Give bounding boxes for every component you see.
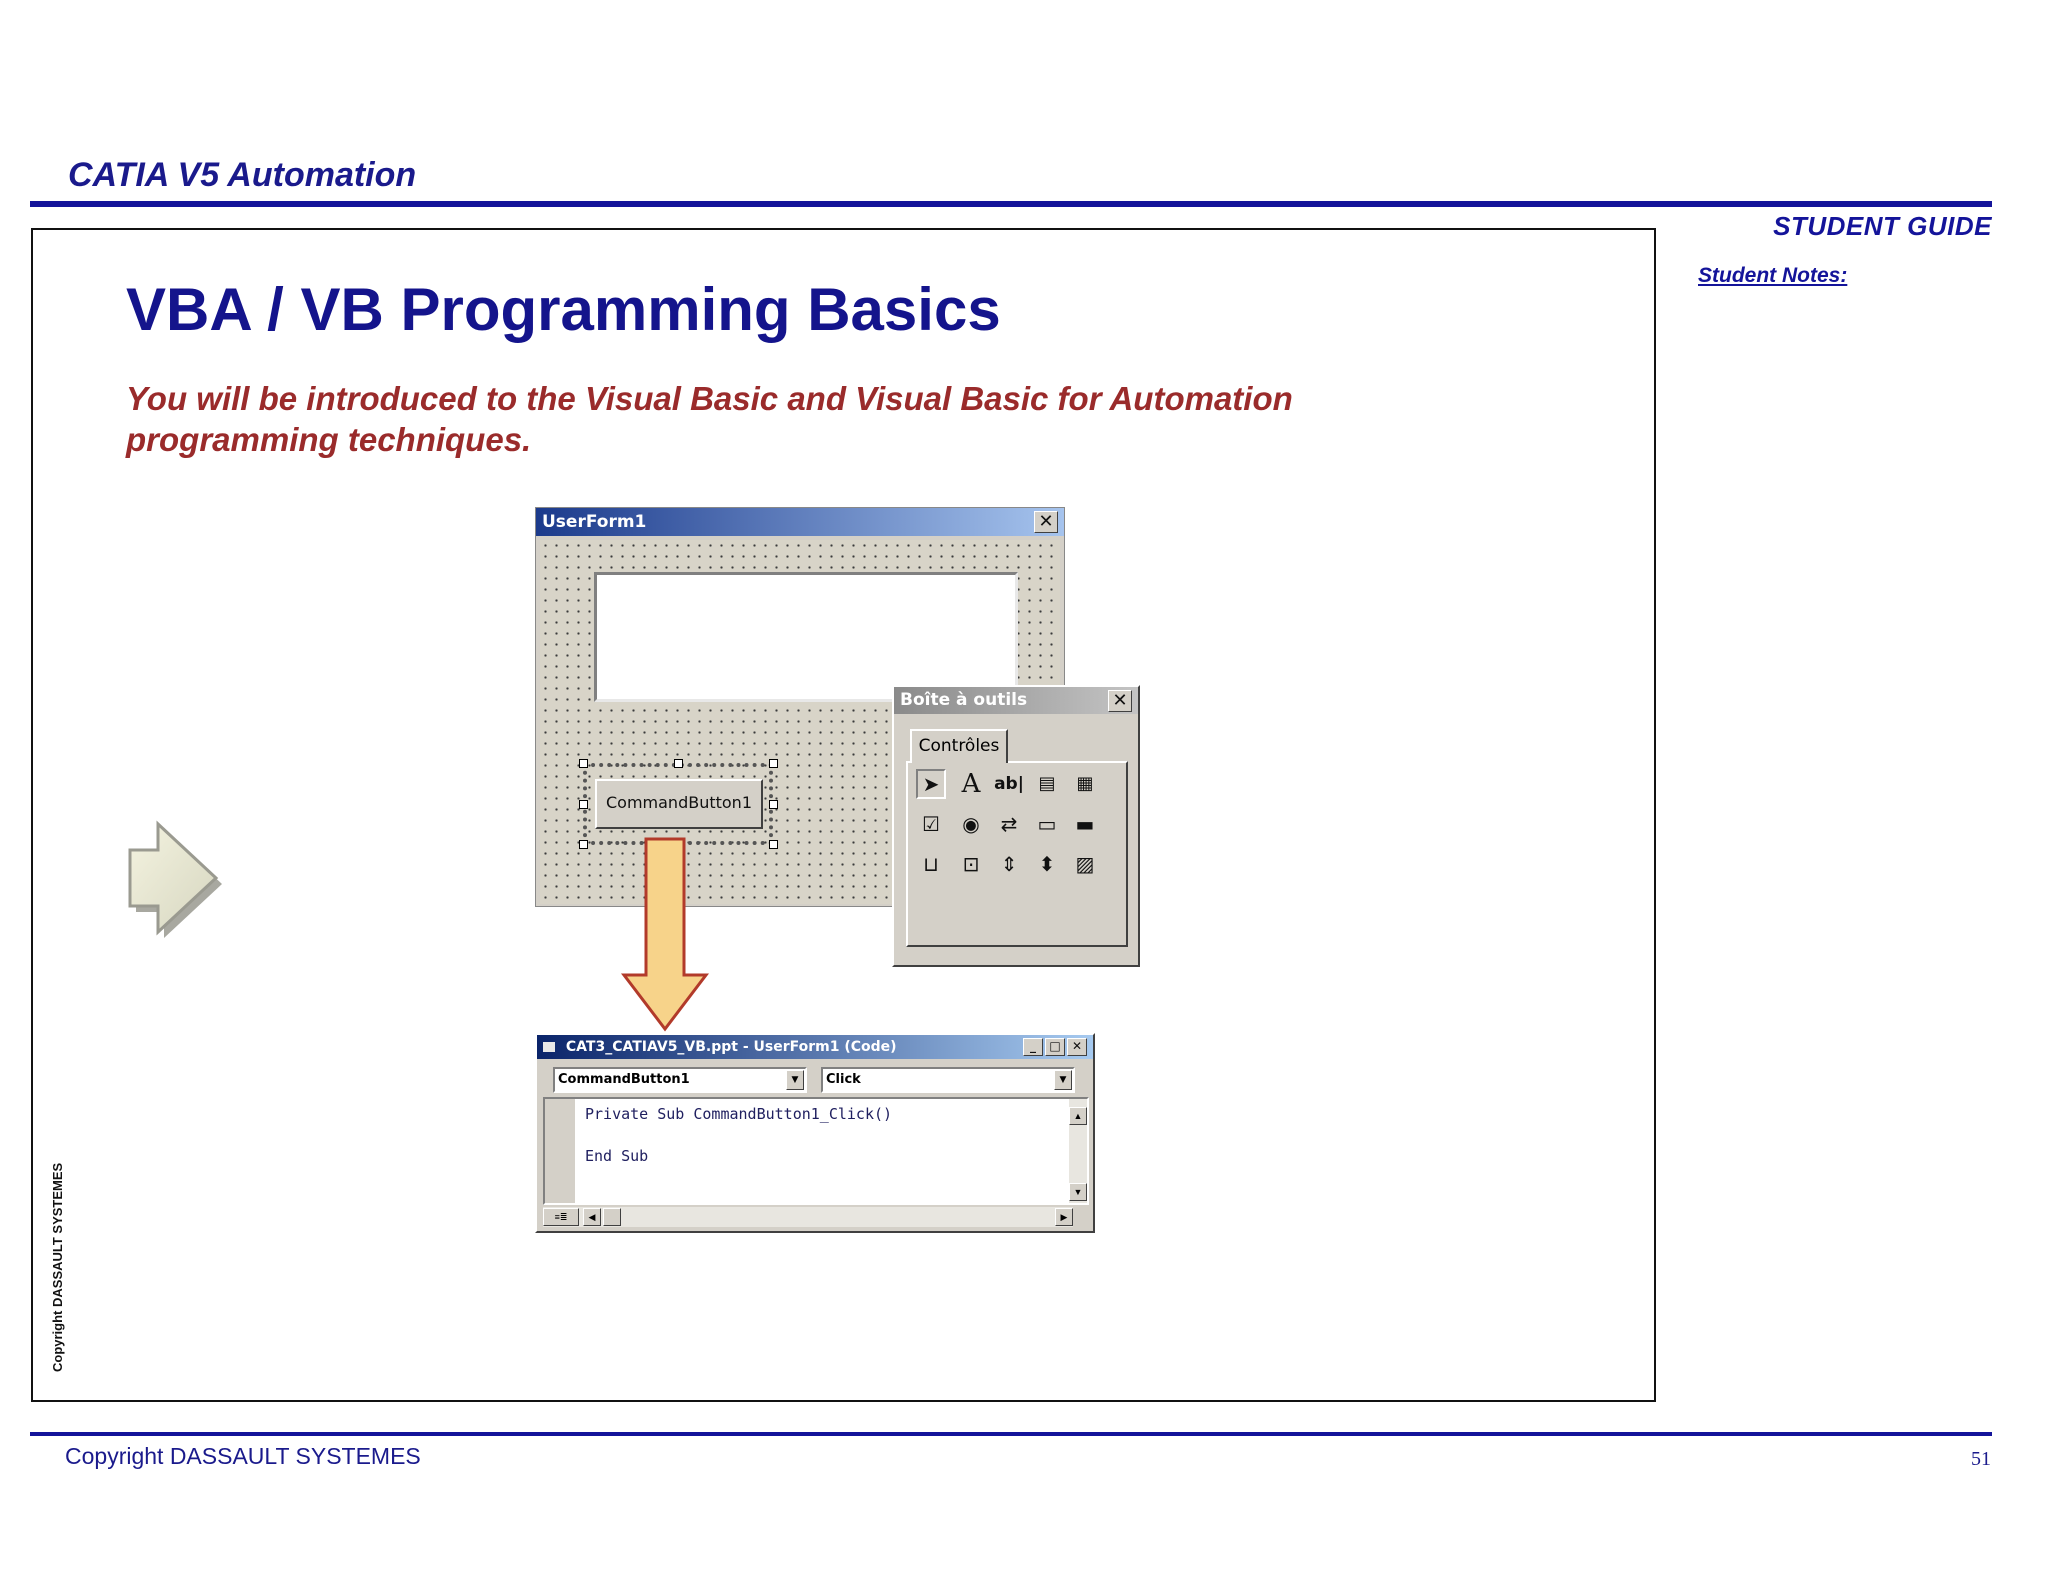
student-guide-label: STUDENT GUIDE <box>1773 211 1992 241</box>
resize-handle[interactable] <box>769 840 778 849</box>
procedure-combo-value: Click <box>826 1072 861 1087</box>
resize-handle[interactable] <box>674 759 683 768</box>
procedure-combo[interactable]: Click ▼ <box>821 1067 1075 1093</box>
header-rule <box>30 201 1992 207</box>
side-copyright: Copyright DASSAULT SYSTEMES <box>50 1162 65 1372</box>
pointer-icon[interactable]: ➤ <box>916 769 946 799</box>
tab-controles[interactable]: Contrôles <box>910 729 1008 763</box>
student-notes-label: Student Notes: <box>1698 264 1848 287</box>
down-arrow-icon <box>620 837 710 1032</box>
course-title: CATIA V5 Automation <box>68 156 417 194</box>
listbox-icon[interactable]: ▦ <box>1076 773 1094 794</box>
scroll-left-icon[interactable]: ◀ <box>583 1208 601 1226</box>
form-frame-control[interactable] <box>594 572 1018 702</box>
toolbox-window[interactable]: Boîte à outils ✕ Contrôles ➤ A ab| ▤ ▦ ☑… <box>892 685 1140 967</box>
scroll-right-icon[interactable]: ▶ <box>1055 1208 1073 1226</box>
tabstrip-icon[interactable]: ⊔ <box>923 852 939 876</box>
resize-handle[interactable] <box>579 840 588 849</box>
combobox-icon[interactable]: ▤ <box>1038 773 1056 794</box>
close-icon[interactable]: ✕ <box>1067 1038 1087 1056</box>
resize-handle[interactable] <box>579 800 588 809</box>
vertical-scrollbar[interactable]: ▲ ▼ <box>1069 1099 1087 1203</box>
label-icon[interactable]: A <box>961 769 981 799</box>
chevron-down-icon[interactable]: ▼ <box>1054 1070 1072 1090</box>
resize-handle[interactable] <box>579 759 588 768</box>
close-icon[interactable]: ✕ <box>1034 511 1058 533</box>
scroll-up-icon[interactable]: ▲ <box>1069 1107 1087 1125</box>
resize-handle[interactable] <box>769 759 778 768</box>
resize-handle[interactable] <box>769 800 778 809</box>
next-arrow-icon[interactable] <box>118 800 223 942</box>
userform-title: UserForm1 <box>542 512 647 532</box>
footer-copyright: Copyright DASSAULT SYSTEMES <box>65 1443 421 1469</box>
page-number: 51 <box>1971 1448 1991 1470</box>
code-window-title: CAT3_CATIAV5_VB.ppt - UserForm1 (Code) <box>565 1039 897 1055</box>
toolbox-title: Boîte à outils <box>900 690 1028 710</box>
code-editor[interactable]: Private Sub CommandButton1_Click() End S… <box>543 1097 1089 1205</box>
toolbox-panel <box>906 761 1128 947</box>
code-window-icon <box>543 1042 555 1052</box>
textbox-icon[interactable]: ab| <box>994 774 1024 794</box>
scrollbar-icon[interactable]: ⇕ <box>1000 852 1018 876</box>
view-toggle-icon[interactable]: ≡≣ <box>543 1208 579 1226</box>
scroll-thumb[interactable] <box>603 1208 621 1226</box>
userform-window[interactable]: UserForm1 ✕ CommandButton1 <box>535 507 1065 907</box>
togglebutton-icon[interactable]: ⇄ <box>1000 812 1018 836</box>
command-button-selection[interactable]: CommandButton1 <box>583 763 773 845</box>
checkbox-icon[interactable]: ☑ <box>922 812 940 836</box>
spinbutton-icon[interactable]: ⬍ <box>1038 852 1056 876</box>
code-window[interactable]: CAT3_CATIAV5_VB.ppt - UserForm1 (Code) _… <box>535 1033 1095 1233</box>
object-combo[interactable]: CommandButton1 ▼ <box>553 1067 807 1093</box>
image-icon[interactable]: ▨ <box>1075 852 1095 876</box>
footer-rule <box>30 1432 1992 1436</box>
command-button-control[interactable]: CommandButton1 <box>595 779 763 829</box>
multipage-icon[interactable]: ⊡ <box>962 852 980 876</box>
tab-label: Contrôles <box>918 736 1000 756</box>
chevron-down-icon[interactable]: ▼ <box>786 1070 804 1090</box>
maximize-icon[interactable]: □ <box>1045 1038 1065 1056</box>
slide-title: VBA / VB Programming Basics <box>126 276 1001 343</box>
slide-subtitle: You will be introduced to the Visual Bas… <box>126 380 1293 458</box>
close-icon[interactable]: ✕ <box>1108 690 1132 712</box>
code-line[interactable]: End Sub <box>585 1147 649 1165</box>
commandbutton-icon[interactable]: ▬ <box>1075 812 1095 836</box>
optionbutton-icon[interactable]: ◉ <box>962 812 980 836</box>
object-combo-value: CommandButton1 <box>558 1072 690 1087</box>
frame-icon[interactable]: ▭ <box>1037 812 1057 836</box>
command-button-caption: CommandButton1 <box>605 793 752 812</box>
minimize-icon[interactable]: _ <box>1023 1038 1043 1056</box>
code-line[interactable]: Private Sub CommandButton1_Click() <box>585 1105 893 1123</box>
margin-indicator-bar <box>545 1099 575 1203</box>
scroll-down-icon[interactable]: ▼ <box>1069 1183 1087 1201</box>
horizontal-scrollbar[interactable]: ≡≣ ◀ ▶ <box>543 1207 1073 1227</box>
